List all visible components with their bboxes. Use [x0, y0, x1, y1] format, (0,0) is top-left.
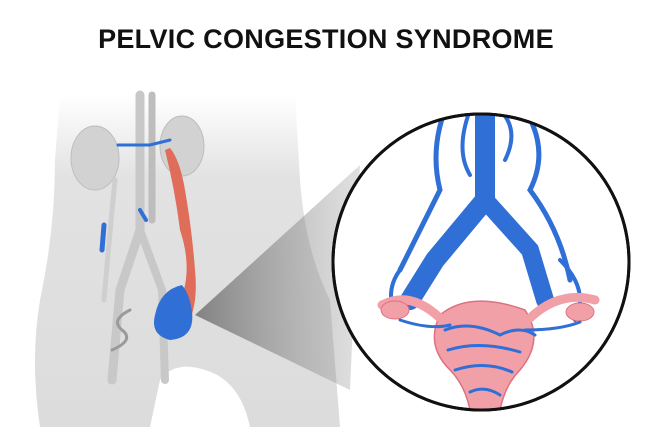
right-ovary — [565, 302, 595, 322]
page-title: PELVIC CONGESTION SYNDROME — [98, 24, 554, 54]
pooled-blood — [154, 285, 193, 340]
magnification-cone — [195, 165, 360, 390]
dilated-ovarian-vein — [156, 148, 196, 339]
left-kidney — [70, 125, 120, 191]
uterus — [433, 300, 535, 410]
right-kidney — [159, 115, 205, 177]
left-ovary — [380, 300, 410, 320]
magnified-pelvic-veins — [377, 114, 600, 410]
major-vessels — [99, 90, 172, 385]
